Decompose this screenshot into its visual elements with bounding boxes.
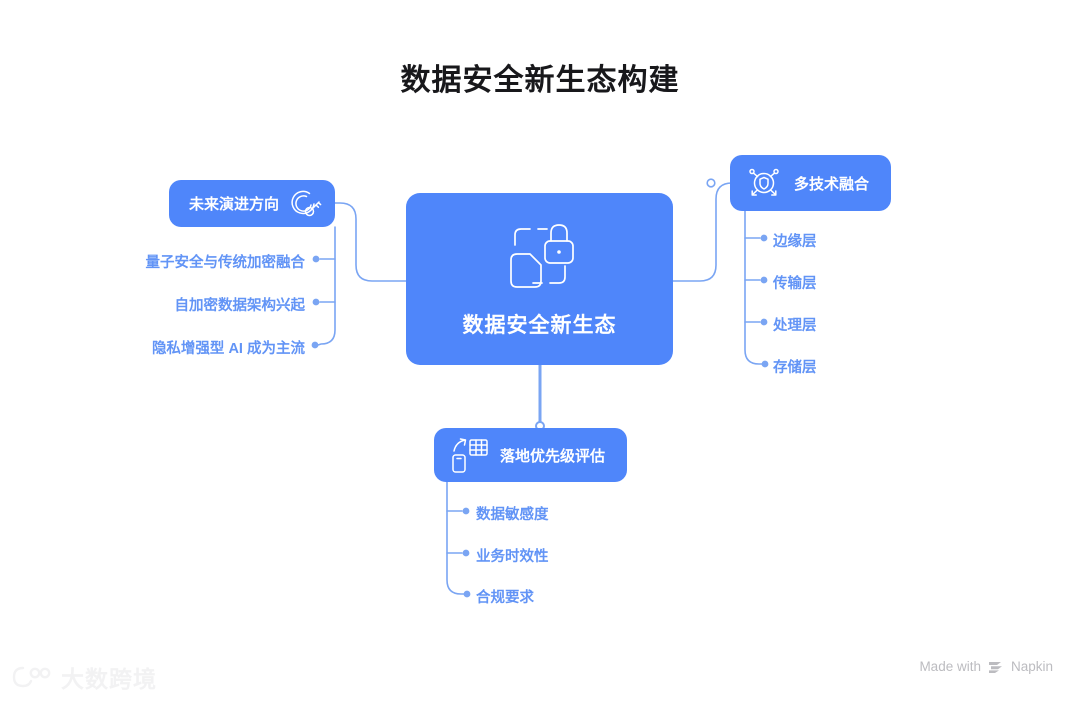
node-future[interactable]: 未来演进方向 <box>169 180 336 227</box>
link-dot-priority-1 <box>462 549 470 557</box>
leaf-future-2[interactable]: 隐私增强型 AI 成为主流 <box>151 341 305 357</box>
node-priority-label: 落地优先级评估 <box>500 447 606 465</box>
leaf-tech-1[interactable]: 传输层 <box>773 276 817 292</box>
link-center-tech <box>672 182 736 282</box>
node-center-label: 数据安全新生态 <box>462 314 617 337</box>
napkin-logo-icon <box>988 661 1002 673</box>
link-future-spine <box>317 226 336 346</box>
dashu-logo-icon <box>12 666 51 688</box>
node-tech-label: 多技术融合 <box>794 175 870 193</box>
shield-network-icon <box>749 168 779 196</box>
link-dot-priority-0 <box>462 507 470 515</box>
watermark: 大数跨境 <box>10 660 157 694</box>
node-priority[interactable]: 落地优先级评估 <box>434 428 628 482</box>
node-future-label: 未来演进方向 <box>189 196 280 213</box>
node-tech[interactable]: 多技术融合 <box>730 155 892 211</box>
leaf-priority-2[interactable]: 合规要求 <box>476 590 534 606</box>
page-title: 数据安全新生态构建 <box>400 64 680 97</box>
link-dot-tech-3 <box>761 360 769 368</box>
link-priority-spine <box>446 481 465 595</box>
link-endpoint-tech <box>706 178 716 188</box>
link-dot-tech-1 <box>760 276 768 284</box>
key-circle-icon <box>291 190 322 216</box>
link-dot-future-0 <box>312 255 320 263</box>
link-dot-future-2 <box>311 341 319 349</box>
link-dot-priority-2 <box>463 590 471 598</box>
link-tech-spine <box>744 210 763 365</box>
link-center-future <box>333 202 407 282</box>
leaf-future-1[interactable]: 自加密数据架构兴起 <box>174 298 306 314</box>
mobile-table-arrow-icon <box>452 438 488 473</box>
node-center[interactable]: 数据安全新生态 <box>406 193 673 365</box>
leaf-priority-1[interactable]: 业务时效性 <box>476 549 549 565</box>
napkin-credit-brand: Napkin <box>1010 659 1053 674</box>
leaf-tech-0[interactable]: 边缘层 <box>773 234 817 250</box>
document-lock-scan-icon <box>509 224 574 288</box>
napkin-credit-prefix: Made with <box>919 659 981 674</box>
link-dot-future-1 <box>312 298 320 306</box>
leaf-tech-2[interactable]: 处理层 <box>773 318 817 334</box>
napkin-credit: Made with Napkin <box>919 659 1053 674</box>
leaf-tech-3[interactable]: 存储层 <box>773 360 817 376</box>
watermark-text: 大数跨境 <box>61 666 157 692</box>
leaf-priority-0[interactable]: 数据敏感度 <box>476 507 549 523</box>
leaf-future-0[interactable]: 量子安全与传统加密融合 <box>145 255 306 271</box>
link-dot-tech-2 <box>760 318 768 326</box>
link-dot-tech-0 <box>760 234 768 242</box>
